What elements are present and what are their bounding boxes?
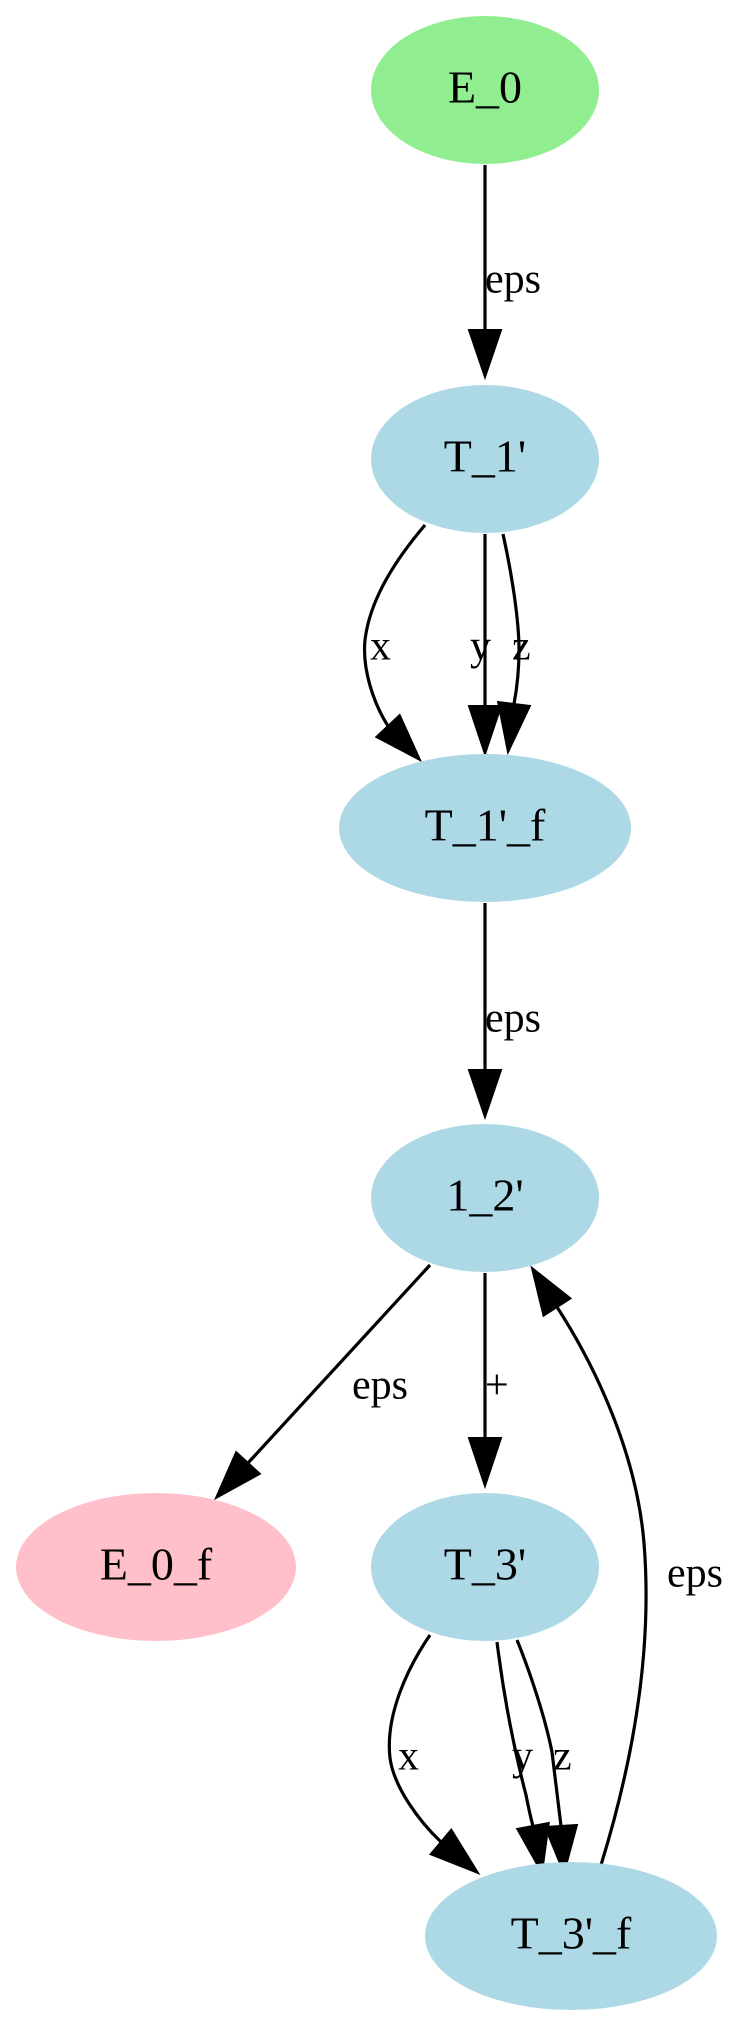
arrowhead bbox=[467, 705, 503, 758]
state-label: T_3'_f bbox=[511, 1908, 632, 1959]
arrowhead bbox=[496, 700, 532, 756]
edge-T_3p-to-T_3p_f-e10: z bbox=[515, 1639, 579, 1877]
edge-label: + bbox=[485, 1363, 509, 1409]
edge-label: y bbox=[512, 1734, 533, 1780]
edge-label: z bbox=[512, 624, 531, 670]
state-node-n1_2p: 1_2' bbox=[371, 1124, 599, 1272]
edge-n1_2p-to-T_3p-e7: + bbox=[467, 1273, 509, 1490]
edge-label: z bbox=[553, 1734, 572, 1780]
edge-line bbox=[362, 523, 427, 727]
edge-line bbox=[515, 1639, 563, 1827]
arrowhead bbox=[530, 1265, 573, 1318]
state-node-T_1p: T_1' bbox=[371, 385, 599, 533]
edge-line bbox=[555, 1306, 648, 1866]
state-ellipse bbox=[16, 1493, 296, 1641]
arrowhead bbox=[515, 1821, 550, 1877]
arrowhead bbox=[374, 713, 423, 763]
arrowhead bbox=[213, 1450, 262, 1501]
state-node-T_3p: T_3' bbox=[371, 1493, 599, 1641]
edge-label: eps bbox=[485, 257, 541, 303]
state-label: 1_2' bbox=[446, 1170, 523, 1221]
edge-T_1p_f-to-n1_2p-e5: eps bbox=[467, 903, 541, 1121]
edge-label: eps bbox=[485, 996, 541, 1042]
state-ellipse bbox=[371, 1124, 599, 1272]
state-ellipse bbox=[371, 16, 599, 164]
state-label: E_0 bbox=[448, 62, 522, 113]
arrowhead bbox=[467, 1069, 503, 1121]
edge-T_3p-to-T_3p_f-e9: y bbox=[495, 1641, 550, 1877]
edge-label: eps bbox=[667, 1551, 723, 1597]
edge-T_1p-to-T_1p_f-e3: y bbox=[467, 534, 503, 758]
state-node-E_0_f: E_0_f bbox=[16, 1493, 296, 1641]
edge-line bbox=[495, 1641, 535, 1827]
state-ellipse bbox=[339, 754, 631, 902]
edge-label: eps bbox=[352, 1363, 408, 1409]
state-ellipse bbox=[371, 385, 599, 533]
state-node-E_0: E_0 bbox=[371, 16, 599, 164]
edge-T_3p_f-to-n1_2p-e11: eps bbox=[530, 1265, 723, 1866]
state-label: T_1' bbox=[444, 431, 526, 482]
arrowhead bbox=[467, 1437, 503, 1490]
edge-E_0-to-T_1p-e1: eps bbox=[467, 165, 541, 381]
state-label: T_1'_f bbox=[425, 800, 546, 851]
state-label: E_0_f bbox=[100, 1539, 213, 1590]
arrowhead bbox=[429, 1828, 481, 1876]
nodes-layer: E_0T_1' T_1'_f 1_2' E_0_f T_3' T_3'_f bbox=[16, 16, 717, 2010]
edge-label: y bbox=[470, 624, 491, 670]
edge-T_1p-to-T_1p_f-e2: x bbox=[362, 523, 427, 763]
edge-T_3p-to-T_3p_f-e8: x bbox=[387, 1634, 481, 1876]
edge-n1_2p-to-E_0_f-e6: eps bbox=[213, 1263, 432, 1501]
edge-label: x bbox=[370, 624, 391, 670]
edge-line bbox=[246, 1263, 432, 1465]
state-ellipse bbox=[425, 1862, 717, 2010]
edge-line bbox=[501, 533, 521, 705]
state-ellipse bbox=[371, 1493, 599, 1641]
edge-label: x bbox=[398, 1734, 419, 1780]
edge-T_1p-to-T_1p_f-e4: z bbox=[496, 533, 532, 756]
arrowhead bbox=[467, 329, 503, 381]
state-label: T_3' bbox=[444, 1539, 526, 1590]
state-node-T_1p_f: T_1'_f bbox=[339, 754, 631, 902]
arrowhead bbox=[543, 1823, 579, 1877]
edge-line bbox=[387, 1634, 443, 1844]
state-node-T_3p_f: T_3'_f bbox=[425, 1862, 717, 2010]
